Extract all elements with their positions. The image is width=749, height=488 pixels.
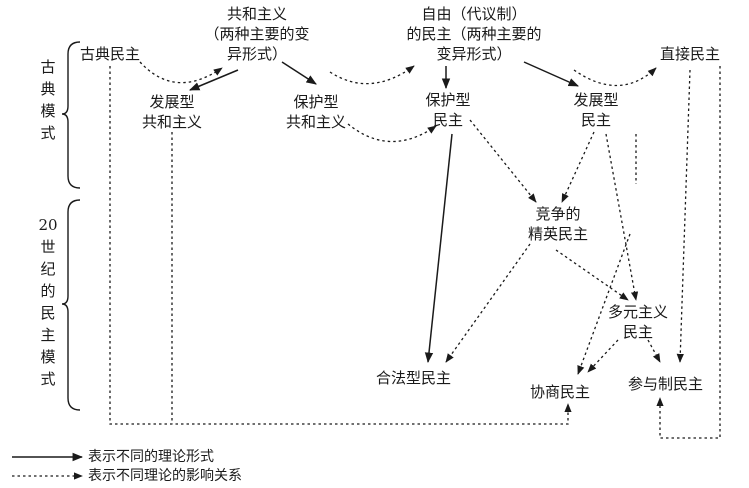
edge-classical-loop-to-deliberative (109, 66, 572, 425)
node-competitive-elitist-democracy: 竞争的 精英民主 (520, 204, 596, 244)
edge-pluralism-to-deliberative (587, 339, 619, 373)
node-protective-republicanism: 保护型 共和主义 (278, 92, 354, 132)
node-competitive-elitist-democracy-line1: 竞争的 (535, 205, 581, 223)
node-developmental-republicanism-line2: 共和主义 (141, 113, 202, 131)
node-participatory-democracy: 参与制民主 (628, 375, 704, 393)
node-developmental-democracy-line2: 民主 (580, 111, 611, 129)
edge-pluralism-to-participatory (647, 339, 661, 363)
node-protective-republicanism-line1: 保护型 (293, 93, 339, 111)
edge-developmental-dem-to-pluralism (605, 133, 639, 301)
node-protective-democracy-line1: 保护型 (425, 91, 471, 109)
edge-protective-dem-to-legal (424, 133, 453, 364)
node-competitive-elitist-democracy-line2: 精英民主 (527, 225, 588, 243)
edge-protective-rep-to-protective-dem (347, 123, 437, 143)
bracket-label-classical: 古典模式 (40, 58, 56, 142)
node-republicanism-line1: 共和主义 (226, 5, 287, 23)
node-liberal-democracy-line2: 的民主（两种主要的 (406, 25, 542, 43)
edge-liberal-to-developmental-dem (523, 61, 579, 87)
legend-dotted-label: 表示不同理论的影响关系 (88, 468, 242, 484)
edge-republicanism-to-developmental-rep (189, 69, 239, 91)
edge-republicanism-to-protective-rep (281, 61, 317, 85)
node-direct-democracy: 直接民主 (660, 45, 721, 63)
node-liberal-democracy: 自由（代议制） 的民主（两种主要的 变异形式） (394, 4, 554, 64)
node-developmental-democracy-line1: 发展型 (573, 91, 619, 109)
node-pluralism-line1: 多元主义 (607, 303, 668, 321)
bracket-twentieth (61, 199, 81, 411)
edge-liberal-to-direct (573, 67, 657, 87)
edge-protective-dem-to-competitive (469, 119, 537, 203)
edge-republicanism-to-liberal (329, 65, 415, 85)
node-protective-democracy: 保护型 民主 (418, 90, 478, 130)
bracket-label-twentieth: 20世纪的民主模式 (38, 216, 58, 388)
node-pluralism-line2: 民主 (622, 323, 653, 341)
node-protective-republicanism-line2: 共和主义 (285, 113, 346, 131)
node-deliberative-democracy: 协商民主 (530, 383, 591, 401)
bracket-classical (61, 41, 81, 189)
node-republicanism-line2: （两种主要的变 (204, 25, 310, 43)
edge-right-loop-to-participatory (656, 66, 721, 439)
node-liberal-democracy-line1: 自由（代议制） (421, 5, 527, 23)
edge-direct-to-participatory (676, 69, 691, 363)
legend-solid-label: 表示不同的理论形式 (88, 449, 214, 465)
edge-competitive-to-pluralism (555, 249, 629, 301)
node-developmental-republicanism-line1: 发展型 (149, 93, 195, 111)
edge-classical-to-developmental-rep (139, 61, 223, 84)
node-pluralism: 多元主义 民主 (600, 302, 676, 342)
node-developmental-democracy: 发展型 民主 (566, 90, 626, 130)
edge-competitive-to-legal (445, 243, 531, 363)
edge-developmental-dem-to-competitive (561, 131, 595, 203)
node-legal-democracy: 合法型民主 (376, 369, 452, 387)
node-protective-democracy-line2: 民主 (432, 111, 463, 129)
node-republicanism-line3: 异形式） (226, 45, 287, 63)
node-classical-democracy: 古典民主 (80, 45, 141, 63)
node-developmental-republicanism: 发展型 共和主义 (134, 92, 210, 132)
node-liberal-democracy-line3: 变异形式） (436, 45, 512, 63)
node-republicanism: 共和主义 （两种主要的变 异形式） (192, 4, 322, 64)
